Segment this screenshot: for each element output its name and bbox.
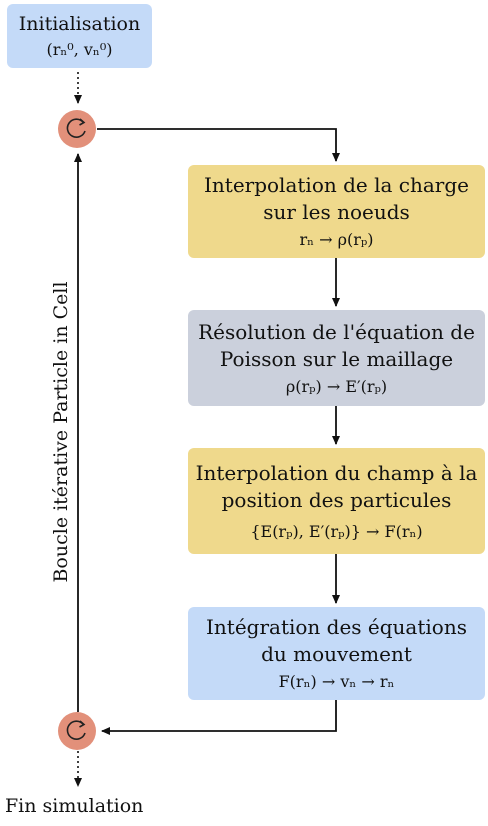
step-1-math: rₙ → ρ(rₚ) [299, 230, 374, 249]
step-3-line2: position des particules [221, 487, 452, 512]
loop-end-node [58, 712, 96, 750]
step-3-math: {E(rₚ), E′(rₚ)} → F(rₙ) [250, 521, 423, 541]
step-1-line1: Interpolation de la charge [204, 173, 469, 197]
step-box-4: Intégration des équations du mouvement F… [188, 607, 485, 700]
step-box-2: Résolution de l'équation de Poisson sur … [188, 310, 485, 406]
init-box: Initialisation (rₙ⁰, vₙ⁰) [7, 4, 152, 68]
init-title: Initialisation [18, 12, 141, 35]
step-2-math: ρ(rₚ) → E′(rₚ) [285, 376, 388, 396]
cycle-icon [66, 118, 86, 138]
step-2-line2: Poisson sur le maillage [219, 346, 454, 371]
cycle-icon [66, 720, 86, 740]
step-3-line1: Interpolation du champ à la [195, 460, 478, 485]
init-math: (rₙ⁰, vₙ⁰) [46, 39, 113, 59]
loop-start-node [58, 110, 96, 148]
step-4-line1: Intégration des équations [206, 615, 467, 639]
loop-to-step1-arrow [97, 128, 340, 162]
step-box-3: Interpolation du champ à la position des… [188, 448, 485, 554]
end-label: Fin simulation [5, 795, 144, 817]
step-box-1: Interpolation de la charge sur les noeud… [188, 165, 485, 258]
loop-label: Boucle itérative Particle in Cell [50, 281, 72, 583]
step-4-line2: du mouvement [261, 642, 412, 666]
step4-to-loop-arrow [101, 700, 337, 735]
step-2-line1: Résolution de l'équation de [198, 319, 475, 344]
step-1-line2: sur les noeuds [263, 200, 410, 224]
step-4-math: F(rₙ) → vₙ → rₙ [278, 672, 395, 691]
